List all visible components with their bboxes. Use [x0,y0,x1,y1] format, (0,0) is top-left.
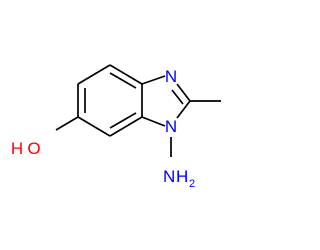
bond-n3-c2 [176,83,191,102]
bond-c6-c7 [77,116,111,137]
ring-nitrogen-n1-label: N [165,117,177,136]
bond-n1-c7a [141,116,166,127]
bond-c2-n1 [176,100,191,119]
amino-nitrogen-label: N [163,167,175,186]
hydroxyl-hydrogen-label: H [11,139,23,158]
hydroxyl-group-label: H O [11,139,41,158]
double-bond-c3a-c4-inner [109,72,137,89]
amino-group-label: N H 2 [163,167,195,190]
bond-c3a-n3 [141,75,166,85]
benzene-ring [77,64,143,137]
hydroxyl-bond [55,116,79,131]
amino-hydrogen-count: 2 [189,178,195,190]
bond-c7-c7a [109,116,143,137]
bond-c4-c5 [77,64,111,85]
imidazole-ring [141,75,191,127]
ring-nitrogen-n3-label: N [165,67,177,86]
hydroxyl-oxygen-label: O [27,139,40,158]
double-bond-c7-c7a-inner [109,112,137,129]
bond-c3a-c4 [109,64,143,85]
double-bond-n3-c2-inner [171,89,184,105]
structure-diagram: N N N H 2 H O [11,64,221,190]
amino-hydrogen-label: H [176,167,188,186]
